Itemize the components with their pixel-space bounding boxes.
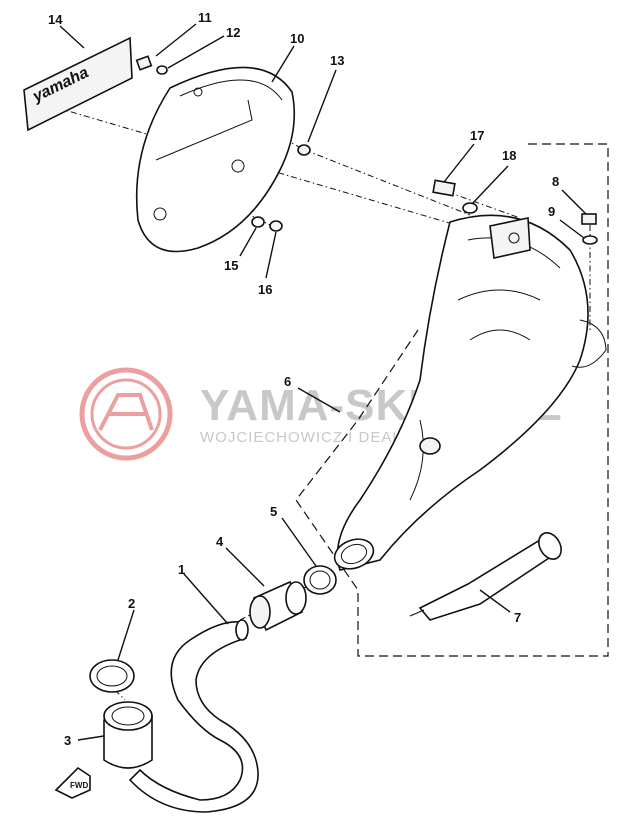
o-ring-2 — [89, 659, 135, 693]
callout-labels: 14 11 12 10 13 15 16 17 18 8 9 6 7 5 4 1… — [48, 10, 559, 748]
hose-1 — [128, 619, 259, 813]
callout-9: 9 — [548, 204, 555, 219]
washer-9 — [582, 235, 598, 245]
watermark-logo-icon — [79, 367, 173, 461]
callout-4: 4 — [216, 534, 224, 549]
callout-17: 17 — [470, 128, 484, 143]
nut-13 — [297, 144, 311, 156]
callout-7: 7 — [514, 610, 521, 625]
callout-11: 11 — [198, 10, 212, 25]
decal-plate: yamaha — [23, 36, 133, 132]
callout-13: 13 — [330, 53, 344, 68]
callout-18: 18 — [502, 148, 516, 163]
callout-10: 10 — [290, 31, 304, 46]
callout-14: 14 — [48, 12, 63, 27]
fwd-arrow-icon: FWD — [54, 766, 91, 799]
callout-2: 2 — [128, 596, 135, 611]
washer-12 — [156, 65, 168, 75]
fwd-text: FWD — [70, 781, 88, 790]
callout-8: 8 — [552, 174, 559, 189]
probe-tool — [409, 532, 562, 621]
washer-15 — [251, 216, 265, 228]
callout-1: 1 — [178, 562, 185, 577]
callout-5: 5 — [270, 504, 277, 519]
cover-plate — [135, 66, 296, 253]
coupler-4 — [249, 580, 307, 632]
assembly-boundary — [295, 143, 609, 657]
callout-6: 6 — [284, 374, 291, 389]
callout-16: 16 — [258, 282, 272, 297]
nut-16 — [269, 220, 283, 232]
bolt-17 — [432, 179, 456, 197]
callout-3: 3 — [64, 733, 71, 748]
callout-12: 12 — [226, 25, 240, 40]
callout-15: 15 — [224, 258, 238, 273]
screw-8 — [581, 213, 597, 225]
clamp-nut-3 — [103, 701, 153, 769]
washer-18 — [462, 202, 478, 214]
muffler-body — [333, 214, 607, 571]
leader-lines — [59, 23, 587, 741]
ring-5 — [303, 565, 337, 595]
bolt-11 — [135, 55, 153, 71]
